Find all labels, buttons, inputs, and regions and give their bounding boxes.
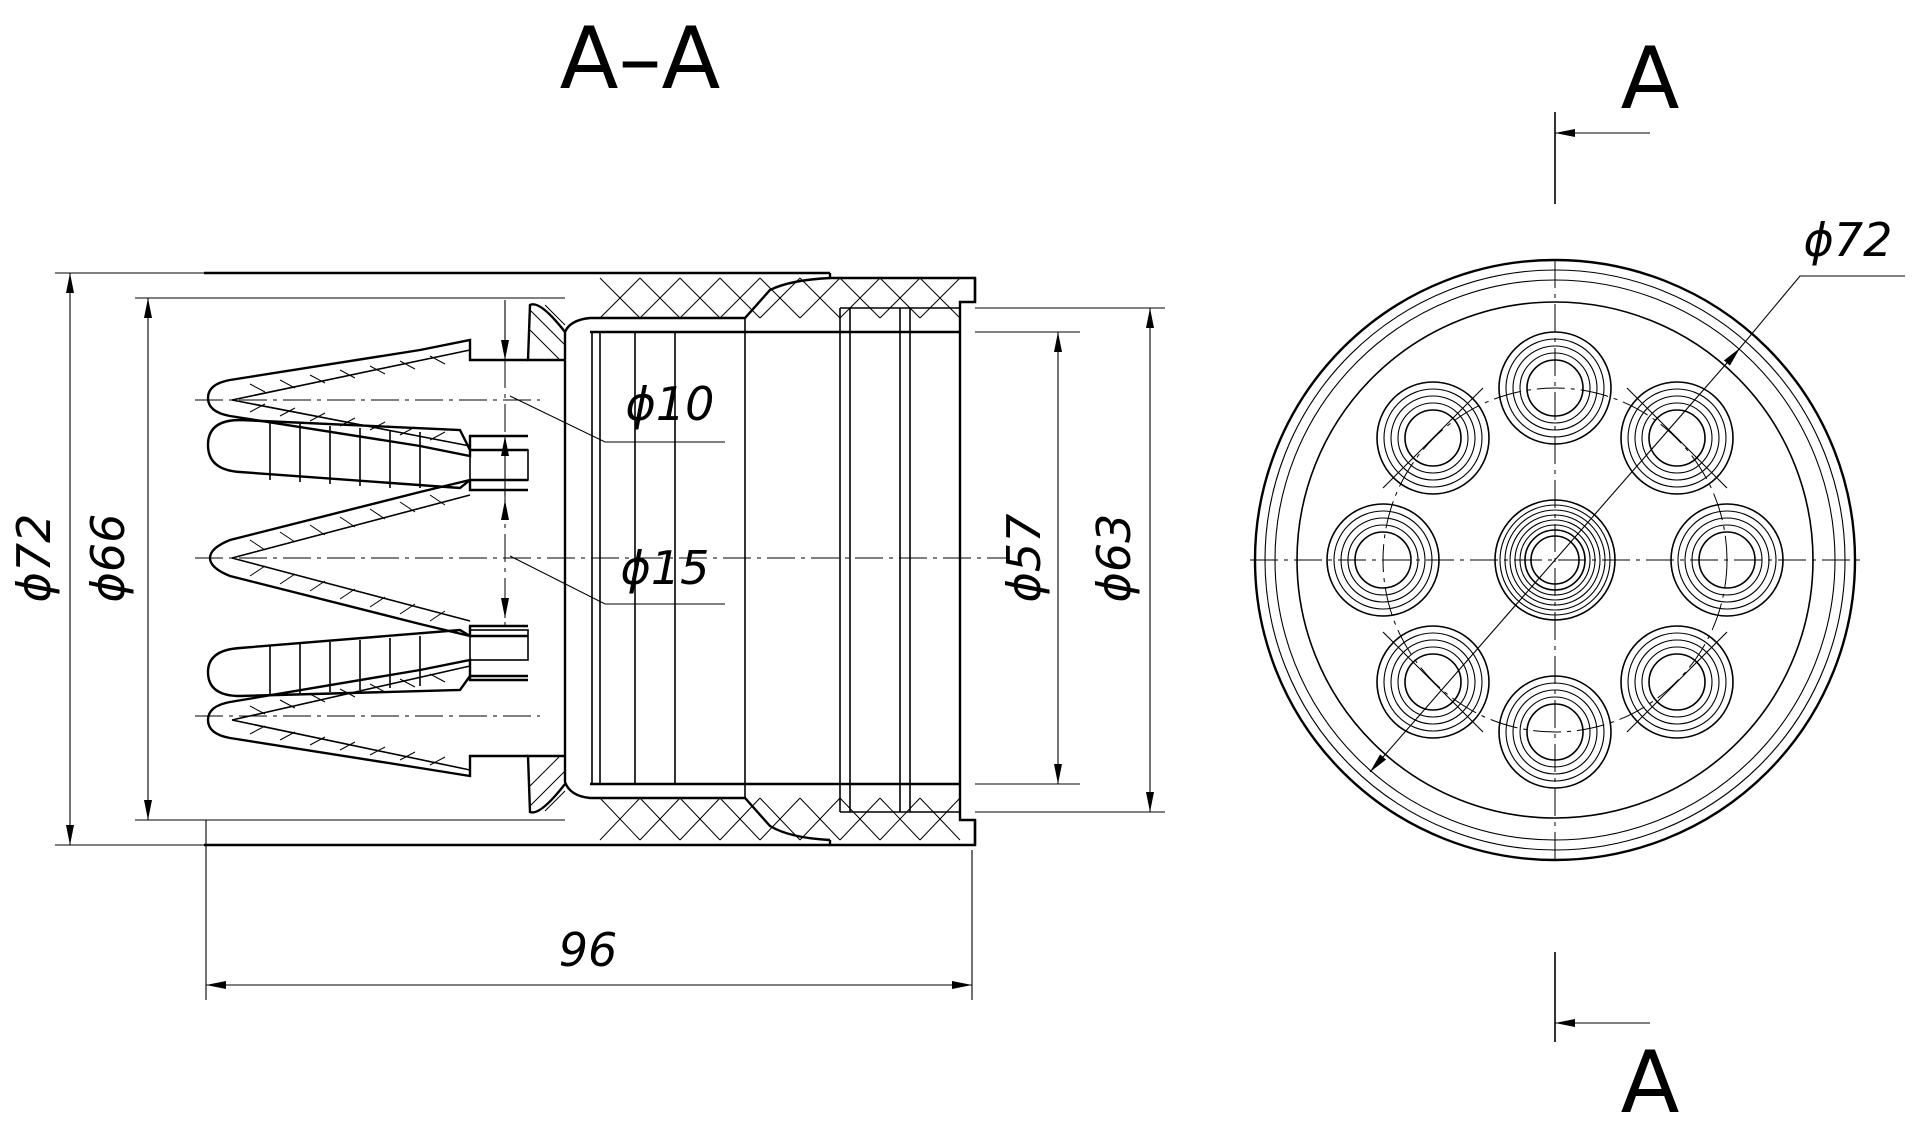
- body-outline: [204, 271, 977, 847]
- upper-cone-port: [206, 338, 529, 481]
- hatching: [529, 277, 961, 841]
- side-section-view: ϕ72 ϕ66 ϕ10 ϕ15 ϕ57 ϕ63 96: [7, 271, 1165, 1000]
- section-mark-bottom: A: [1621, 1033, 1680, 1133]
- dim-inner-diameter: ϕ66: [81, 514, 135, 603]
- port-sw: [1376, 625, 1490, 739]
- dim-length: 96: [559, 923, 618, 977]
- section-mark-top: A: [1621, 29, 1680, 129]
- end-view: A A: [1250, 29, 1905, 1133]
- lower-cone-port: [206, 658, 528, 778]
- centre-lines: [195, 360, 1010, 717]
- upper-barbed-port: [206, 418, 528, 490]
- lower-barbed-port: [206, 628, 529, 698]
- dim-outer-diameter: ϕ72: [7, 514, 61, 603]
- dimension-lines: [55, 272, 1165, 1000]
- dim-center-hole: ϕ15: [621, 541, 710, 595]
- dim-rim-diameter: ϕ63: [1087, 514, 1141, 603]
- port-nw: [1376, 381, 1490, 495]
- section-title: A–A: [560, 9, 721, 109]
- end-view-outer-diameter: ϕ72: [1804, 213, 1893, 267]
- dim-bore-diameter: ϕ57: [997, 514, 1051, 603]
- port-se: [1620, 625, 1734, 739]
- port-ne: [1620, 381, 1734, 495]
- dim-small-hole: ϕ10: [626, 377, 715, 431]
